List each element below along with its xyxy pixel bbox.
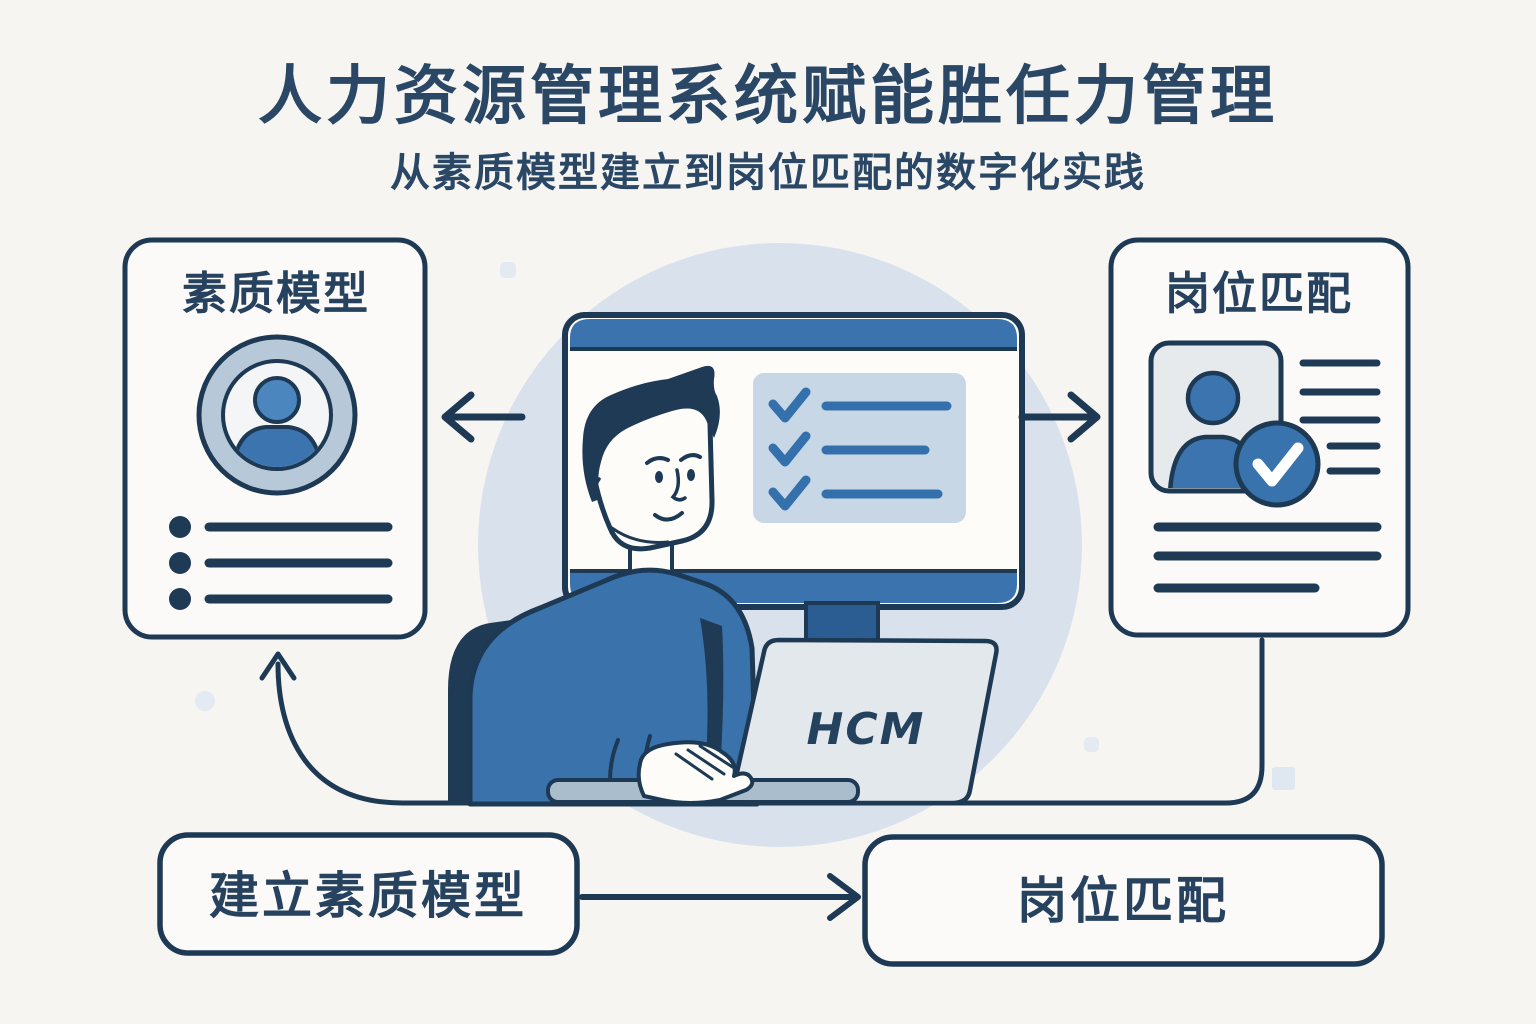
- left-card: 素质模型: [122, 237, 428, 640]
- avatar-profile-icon: [196, 334, 358, 496]
- arrow-left-icon: [441, 391, 526, 443]
- person-nose: [670, 468, 687, 502]
- monitor-top-bar: [570, 319, 1017, 349]
- laptop-label: HCM: [807, 704, 926, 755]
- person-brows: [645, 453, 702, 465]
- check-circle-icon: [1233, 420, 1321, 508]
- flow-step-2: 岗位匹配: [862, 834, 1385, 967]
- profile-check-icon: [1148, 340, 1321, 508]
- connector-path: [259, 637, 1265, 806]
- laptop-lid: [730, 637, 999, 806]
- flow-step-1-label: 建立素质模型: [209, 867, 527, 925]
- flow-arrow-icon: [579, 873, 861, 921]
- flow-step-2-label: 岗位匹配: [1017, 872, 1229, 930]
- person-eye-right: [687, 469, 695, 481]
- page-subtitle: 从素质模型建立到岗位匹配的数字化实践: [390, 150, 1146, 196]
- right-card-title: 岗位匹配: [1165, 267, 1353, 320]
- page-title: 人力资源管理系统赋能胜任力管理: [258, 60, 1278, 134]
- right-card-lines: [1153, 359, 1382, 593]
- person-hair: [582, 365, 720, 502]
- left-card-title: 素质模型: [182, 267, 370, 320]
- arrow-right-icon: [1018, 391, 1101, 443]
- left-card-list: [169, 516, 393, 610]
- checklist-icon: [753, 373, 966, 523]
- flow-step-1: 建立素质模型: [157, 832, 580, 956]
- person-hand: [636, 740, 755, 805]
- person-ear: [593, 477, 601, 500]
- right-card: 岗位匹配: [1108, 237, 1411, 638]
- arrow-up-icon: [259, 651, 297, 681]
- laptop: HCM: [730, 637, 999, 806]
- person-mouth: [653, 511, 684, 522]
- person-eye-left: [655, 471, 663, 483]
